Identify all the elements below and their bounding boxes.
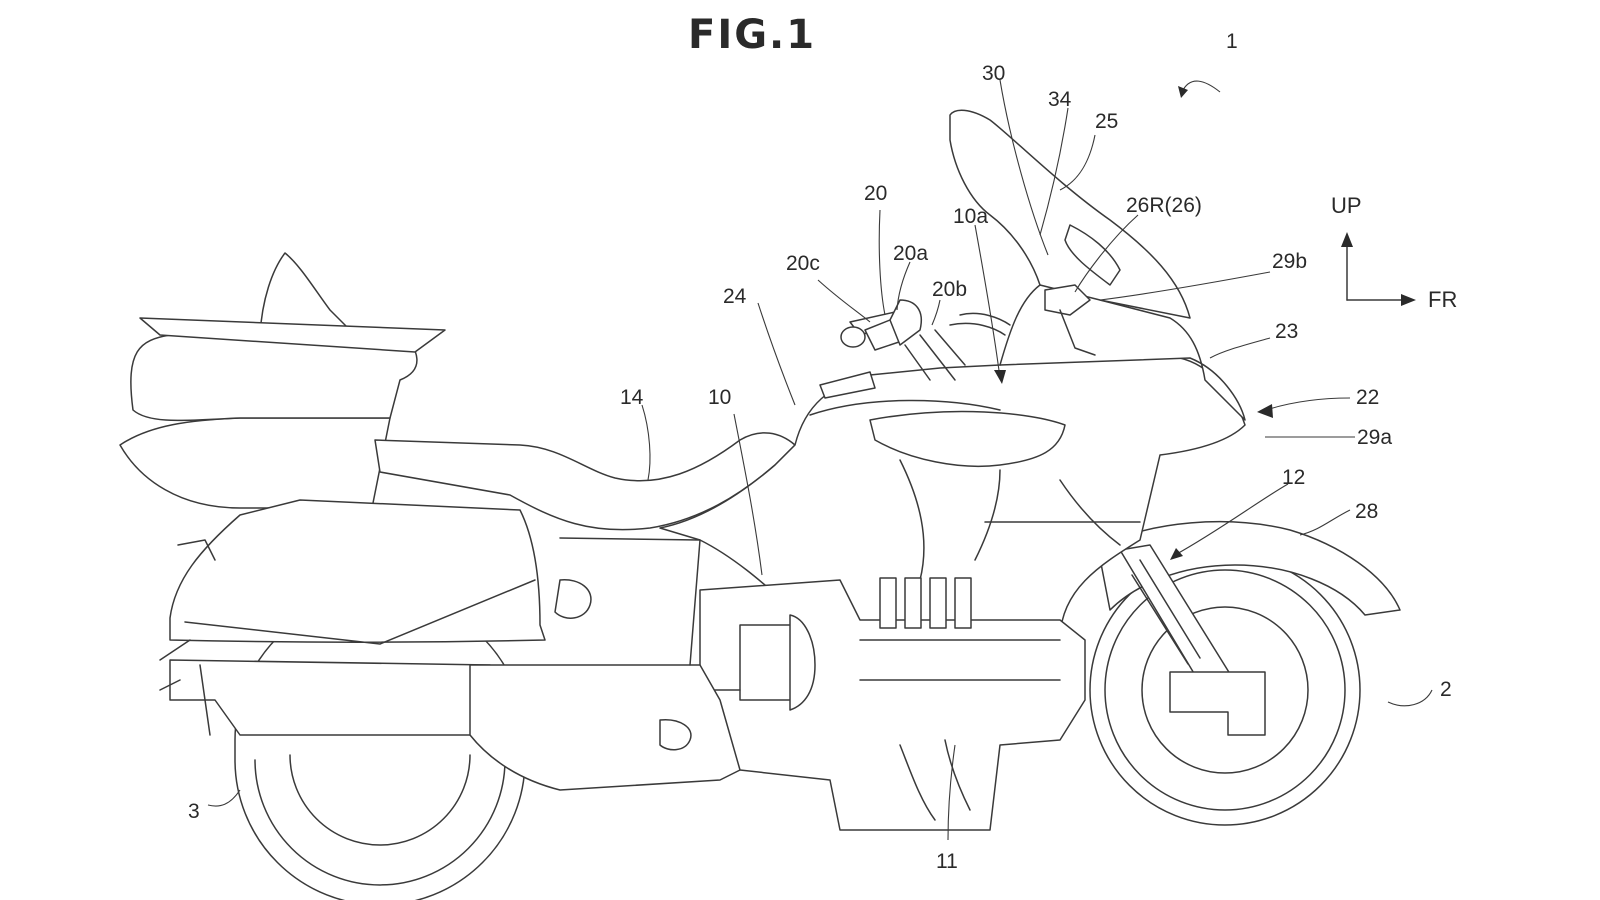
- reference-numerals: 1 2 3 10 10a 11 12 14 20 20a 20b 20c 22 …: [188, 30, 1452, 873]
- saddlebag-drawing: [169, 499, 546, 736]
- motorcycle-drawing: [119, 109, 1401, 900]
- top-box-drawing: [119, 252, 446, 509]
- front-fork-drawing: [1119, 544, 1266, 736]
- ref-handlebar-part-a: 20a: [893, 242, 928, 265]
- ref-stay: 30: [982, 62, 1005, 85]
- ref-frame-part: 10a: [953, 205, 988, 228]
- ref-handlebar: 20: [864, 182, 887, 205]
- ref-body-frame: 10: [708, 386, 731, 409]
- ref-engine: 11: [936, 850, 958, 873]
- direction-indicator: UP FR: [1331, 193, 1457, 312]
- ref-panel-b: 29b: [1272, 250, 1307, 273]
- front-label: FR: [1428, 287, 1457, 312]
- front-fender-drawing: [1097, 521, 1401, 616]
- ref-front-wheel: 2: [1440, 678, 1452, 701]
- ref-seat: 14: [620, 386, 644, 409]
- leader-lines: [207, 79, 1433, 841]
- ref-fuel-tank: 24: [723, 285, 747, 308]
- ref-handlebar-part-b: 20b: [932, 278, 967, 301]
- handlebar-drawing: [819, 299, 1011, 399]
- ref-cowl: 22: [1356, 386, 1379, 409]
- seat-drawing: [374, 432, 796, 531]
- ref-windscreen: 25: [1095, 110, 1118, 133]
- lower-frame-drawing: [469, 537, 741, 791]
- engine-drawing: [699, 577, 1086, 831]
- rear-frame-drawing: [159, 539, 216, 691]
- ref-handlebar-grip: 20c: [786, 252, 820, 275]
- ref-rear-wheel: 3: [188, 800, 200, 823]
- ref-screen-mount: 34: [1048, 88, 1072, 111]
- cowl-drawing: [949, 109, 1246, 421]
- figure-title: FIG.1: [688, 12, 816, 58]
- ref-vehicle: 1: [1226, 30, 1238, 53]
- ref-mirror: 26R(26): [1126, 194, 1202, 217]
- ref-front-fender: 28: [1355, 500, 1378, 523]
- ref-upper-cowl: 23: [1275, 320, 1298, 343]
- ref-front-fork: 12: [1282, 466, 1305, 489]
- up-label: UP: [1331, 193, 1362, 218]
- ref-panel-a: 29a: [1357, 426, 1392, 449]
